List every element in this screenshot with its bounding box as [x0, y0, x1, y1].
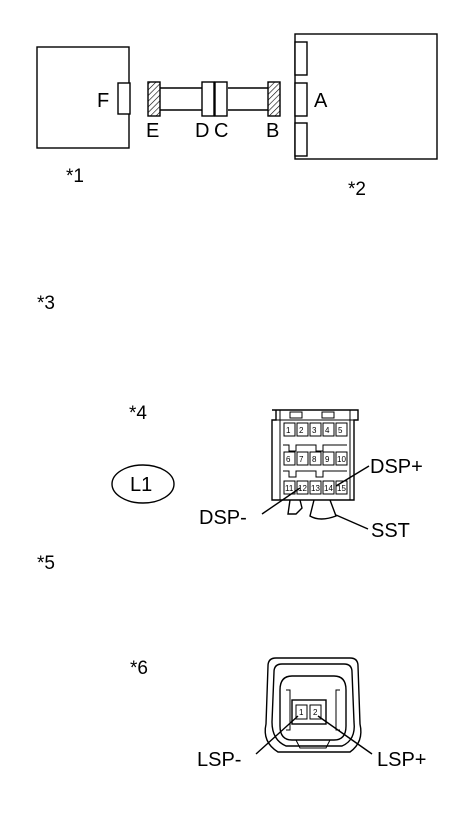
svg-text:2: 2: [299, 426, 304, 435]
connector-d: [201, 81, 215, 117]
label-e: E: [146, 120, 159, 142]
connector-2pin-pins: 1 2: [295, 704, 322, 720]
pin-cell: 8: [309, 451, 322, 466]
label-a: A: [314, 90, 328, 112]
svg-text:1: 1: [286, 426, 291, 435]
sst-probe: [287, 499, 303, 515]
pin-cell: 3: [309, 422, 322, 437]
connection-layout: F E D C B A *1 *2: [36, 33, 438, 200]
dsp-minus-label: DSP-: [199, 507, 247, 529]
connector-b: [267, 81, 281, 117]
component-1-box: [36, 46, 130, 149]
ref-1: *1: [66, 166, 84, 187]
svg-text:14: 14: [324, 484, 333, 493]
connector-15pin-pins: 1 2 3 4 5 6 7 8 9 10 11 12 13 14 15: [283, 422, 348, 495]
svg-text:15: 15: [337, 484, 346, 493]
svg-text:9: 9: [325, 455, 330, 464]
pin-cell: 4: [322, 422, 335, 437]
connector-2pin-figure: *6 1 2 LSP- LSP+: [130, 657, 426, 771]
sst-label: SST: [371, 520, 410, 542]
label-d: D: [195, 120, 209, 142]
dsp-plus-label: DSP+: [370, 456, 423, 478]
connector-c: [214, 81, 228, 117]
label-f: F: [97, 90, 109, 112]
pin-cell: 14: [322, 480, 335, 495]
lsp-minus-label: LSP-: [197, 749, 241, 771]
pin-cell: 15: [335, 480, 348, 495]
pin-cell: 11: [283, 480, 296, 495]
svg-text:5: 5: [338, 426, 343, 435]
ref-2: *2: [348, 179, 366, 200]
label-c: C: [214, 120, 228, 142]
connector-15pin-figure: *4 L1 1 2 3 4 5 6 7 8 9 10 11 12 13 14: [111, 403, 423, 542]
pin-cell: 2: [309, 704, 322, 720]
pin-cell: 1: [295, 704, 308, 720]
label-b: B: [266, 120, 279, 142]
dsp-minus-leader: [261, 487, 301, 515]
lsp-plus-label: LSP+: [377, 749, 426, 771]
ref-5: *5: [37, 553, 55, 574]
dsp-plus-leader: [335, 465, 370, 487]
svg-text:1: 1: [299, 708, 304, 717]
connector-2pin-housing: [264, 657, 362, 753]
svg-text:2: 2: [313, 708, 318, 717]
component-2-box: [294, 33, 438, 160]
connector-a-lower: [294, 122, 308, 157]
svg-text:11: 11: [285, 484, 294, 493]
svg-text:13: 13: [311, 484, 320, 493]
svg-text:10: 10: [337, 455, 346, 464]
pin-cell: 6: [283, 451, 296, 466]
lsp-plus-leader: [317, 715, 373, 755]
svg-text:4: 4: [325, 426, 330, 435]
lsp-minus-leader: [255, 715, 299, 755]
pin-cell: 2: [296, 422, 309, 437]
l1-label: L1: [130, 474, 152, 496]
sst-leader: [335, 514, 369, 530]
connector-a: [294, 82, 308, 117]
pin-cell: 12: [296, 480, 309, 495]
pin-cell: 13: [309, 480, 322, 495]
ref-3: *3: [37, 293, 55, 314]
ref-6: *6: [130, 658, 148, 679]
svg-text:3: 3: [312, 426, 317, 435]
sst-probe-main: [309, 499, 337, 520]
svg-text:12: 12: [298, 484, 307, 493]
connector-e: [147, 81, 161, 117]
pin-cell: 10: [335, 451, 348, 466]
wire-harness: [147, 81, 281, 117]
pin-cell: 7: [296, 451, 309, 466]
svg-text:6: 6: [286, 455, 291, 464]
connector-f: [117, 82, 131, 115]
ref-4: *4: [129, 403, 147, 424]
svg-text:8: 8: [312, 455, 317, 464]
svg-text:7: 7: [299, 455, 304, 464]
connector-a-upper: [294, 41, 308, 76]
l1-oval: [111, 464, 175, 504]
pin-cell: 1: [283, 422, 296, 437]
pin-cell: 5: [335, 422, 348, 437]
pin-cell: 9: [322, 451, 335, 466]
